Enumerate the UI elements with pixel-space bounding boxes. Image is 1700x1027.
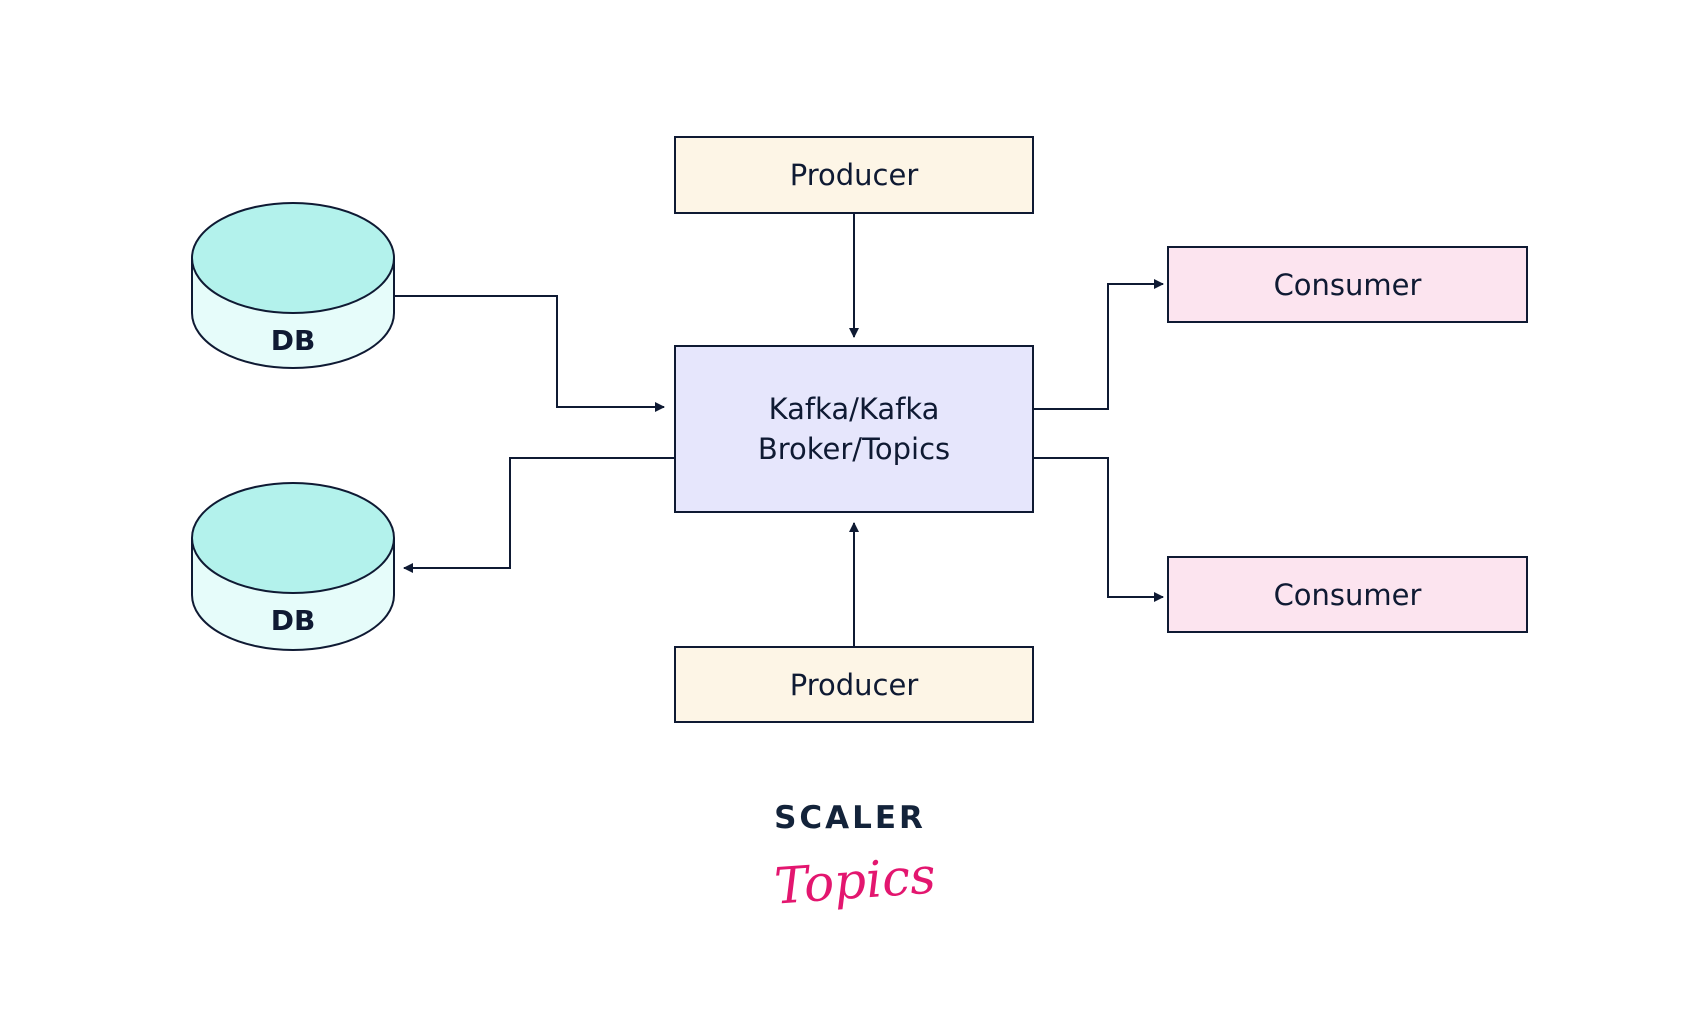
edge-broker-to-consumer-top [1034, 279, 1164, 410]
edge-db-to-broker [394, 295, 665, 412]
edge-broker-to-consumer-bottom [1034, 457, 1164, 602]
broker-label-line2: Broker/Topics [757, 432, 951, 466]
consumer-box-top: Consumer [1167, 246, 1528, 323]
kafka-broker-box: Kafka/Kafka Broker/Topics [674, 345, 1034, 513]
producer-label: Producer [789, 667, 919, 702]
edge-broker-to-db [403, 457, 674, 573]
logo-scaler: SCALER [774, 800, 926, 836]
producer-box-bottom: Producer [674, 646, 1034, 723]
producer-box-top: Producer [674, 136, 1034, 214]
logo-topics: Topics [772, 846, 938, 916]
producer-label: Producer [789, 158, 919, 192]
broker-label-line1: Kafka/Kafka [768, 392, 940, 426]
db-label-bottom: DB [270, 604, 316, 637]
consumer-label: Consumer [1273, 267, 1422, 302]
database-cylinder-bottom [191, 482, 395, 651]
consumer-box-bottom: Consumer [1167, 556, 1528, 633]
consumer-label: Consumer [1273, 577, 1422, 612]
db-label-top: DB [270, 324, 316, 357]
database-cylinder-top [191, 202, 395, 369]
